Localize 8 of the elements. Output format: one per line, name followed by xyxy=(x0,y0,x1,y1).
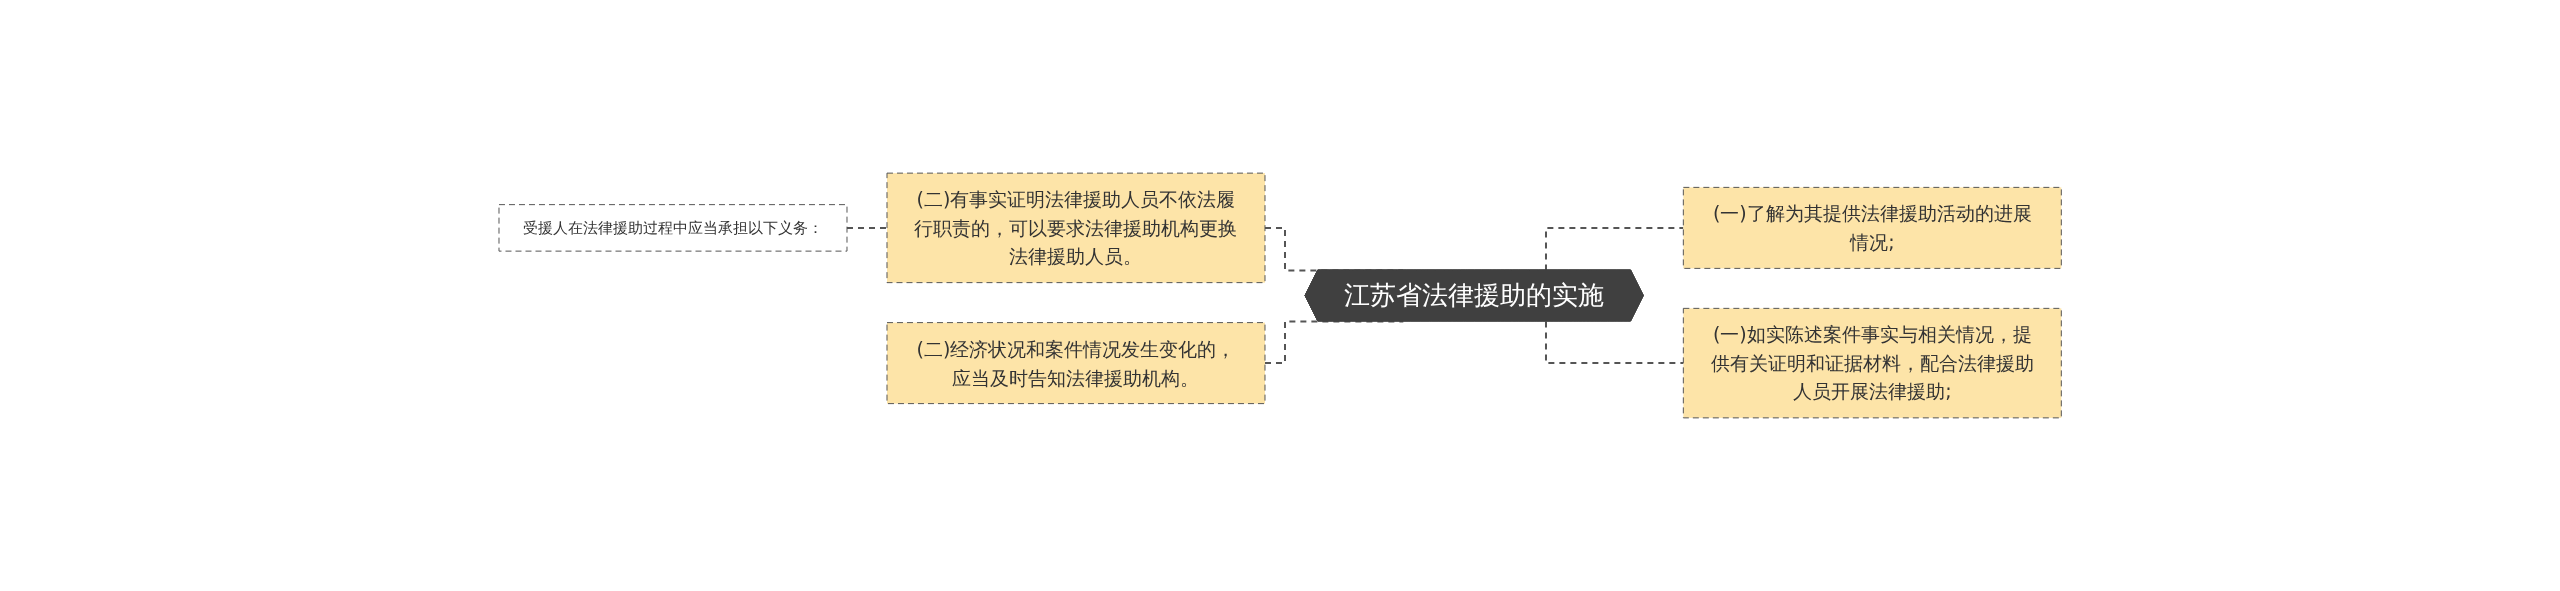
node-box: (一)了解为其提供法律援助活动的进展情况; xyxy=(1682,186,2062,269)
connector xyxy=(845,226,888,229)
node-box: (一)如实陈述案件事实与相关情况，提供有关证明和证据材料，配合法律援助人员开展法律援助; xyxy=(1682,307,2062,419)
node-box: (二)经济状况和案件情况发生变化的，应当及时告知法律援助机构。 xyxy=(886,322,1266,405)
connector xyxy=(1544,320,1685,365)
connector xyxy=(1544,226,1685,272)
node-box: (二)有事实证明法律援助人员不依法履行职责的，可以要求法律援助机构更换法律援助人员。 xyxy=(886,172,1266,284)
node-box: 受援人在法律援助过程中应当承担以下义务： xyxy=(498,204,848,252)
